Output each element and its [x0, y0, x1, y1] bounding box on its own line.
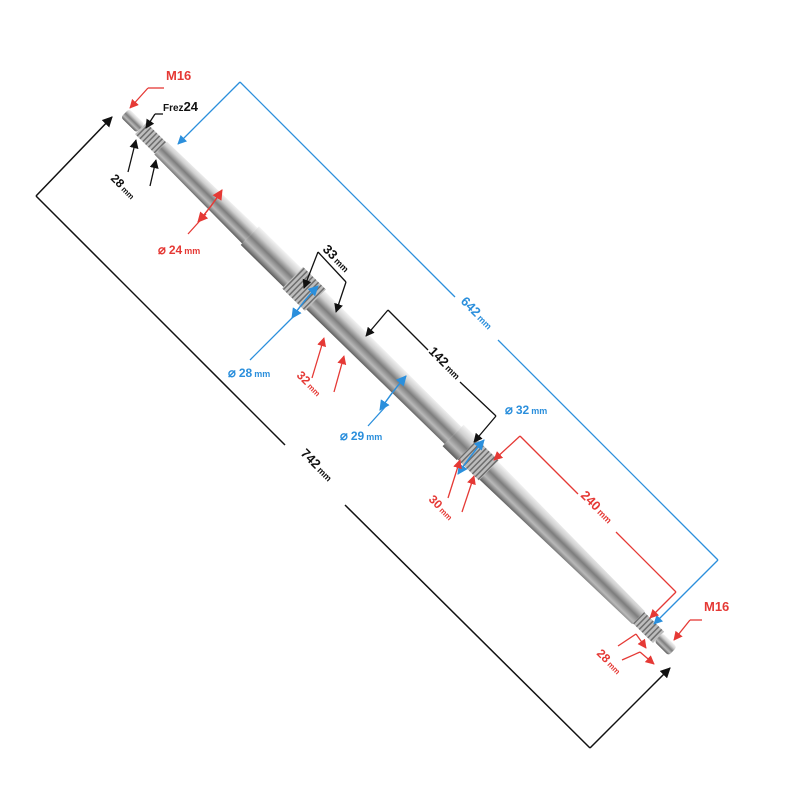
diameter-icon-28: ⌀	[228, 365, 236, 380]
frez-label: Frez	[163, 103, 184, 114]
dia-28-value: 28	[239, 366, 253, 380]
axle-shaft	[122, 109, 676, 655]
len-642-unit: mm	[475, 313, 493, 331]
svg-text:28mm: 28mm	[108, 171, 139, 202]
callout-frez24: Frez24	[145, 99, 199, 129]
dia-24-unit: mm	[184, 246, 200, 256]
svg-text:⌀28mm: ⌀28mm	[228, 365, 270, 380]
dia-32-unit: mm	[531, 406, 547, 416]
svg-text:240mm: 240mm	[578, 488, 617, 527]
dim-spline-bottom-28: 28mm	[594, 633, 655, 677]
svg-text:32mm: 32mm	[294, 368, 325, 399]
shaft-section-24	[154, 141, 258, 244]
dim-spline-32: 32mm	[294, 337, 347, 399]
callout-m16-bottom: M16	[673, 599, 729, 641]
len-240-unit: mm	[595, 507, 613, 525]
diameter-icon-29: ⌀	[340, 428, 348, 443]
dia-32-value: 32	[516, 403, 530, 417]
len-742-unit: mm	[315, 465, 333, 483]
svg-text:30mm: 30mm	[426, 492, 457, 523]
dia-29-value: 29	[351, 429, 365, 443]
m16-top-label: M16	[166, 68, 191, 83]
frez-number: 24	[184, 99, 199, 114]
dia-24-value: 24	[169, 243, 183, 257]
dim-spline-30: 30mm	[426, 459, 476, 523]
shaft-section-29	[306, 290, 462, 444]
spline-bottom-unit: mm	[605, 660, 621, 676]
shaft-section-28	[240, 226, 302, 287]
diameter-icon-32: ⌀	[505, 402, 513, 417]
svg-text:33mm: 33mm	[320, 242, 354, 276]
svg-text:⌀32mm: ⌀32mm	[505, 402, 547, 417]
dia-28-unit: mm	[254, 369, 270, 379]
svg-text:28mm: 28mm	[594, 646, 625, 677]
spline-bottom	[632, 611, 665, 643]
dim-spline-top-28: 28mm	[108, 139, 159, 202]
thread-end-top	[122, 109, 144, 132]
spline-top-unit: mm	[119, 185, 135, 201]
spline-32-unit: mm	[305, 382, 321, 398]
svg-text:742mm: 742mm	[298, 446, 337, 485]
svg-text:142mm: 142mm	[426, 344, 465, 383]
m16-bottom-label: M16	[704, 599, 729, 614]
thread-end-bottom	[655, 634, 676, 655]
svg-text:Frez24: Frez24	[163, 99, 199, 114]
spline-30-unit: mm	[437, 506, 453, 522]
len-33-unit: mm	[332, 256, 350, 274]
diameter-icon-24: ⌀	[158, 242, 166, 257]
dia-29-unit: mm	[366, 432, 382, 442]
dim-len-240: 240mm	[493, 435, 677, 619]
callout-m16-top: M16	[129, 68, 191, 109]
dim-642: 642mm	[177, 81, 719, 625]
spline-top	[135, 122, 167, 154]
len-142-unit: mm	[443, 363, 461, 381]
shaft-section-taper	[479, 461, 645, 625]
svg-text:642mm: 642mm	[458, 294, 497, 333]
